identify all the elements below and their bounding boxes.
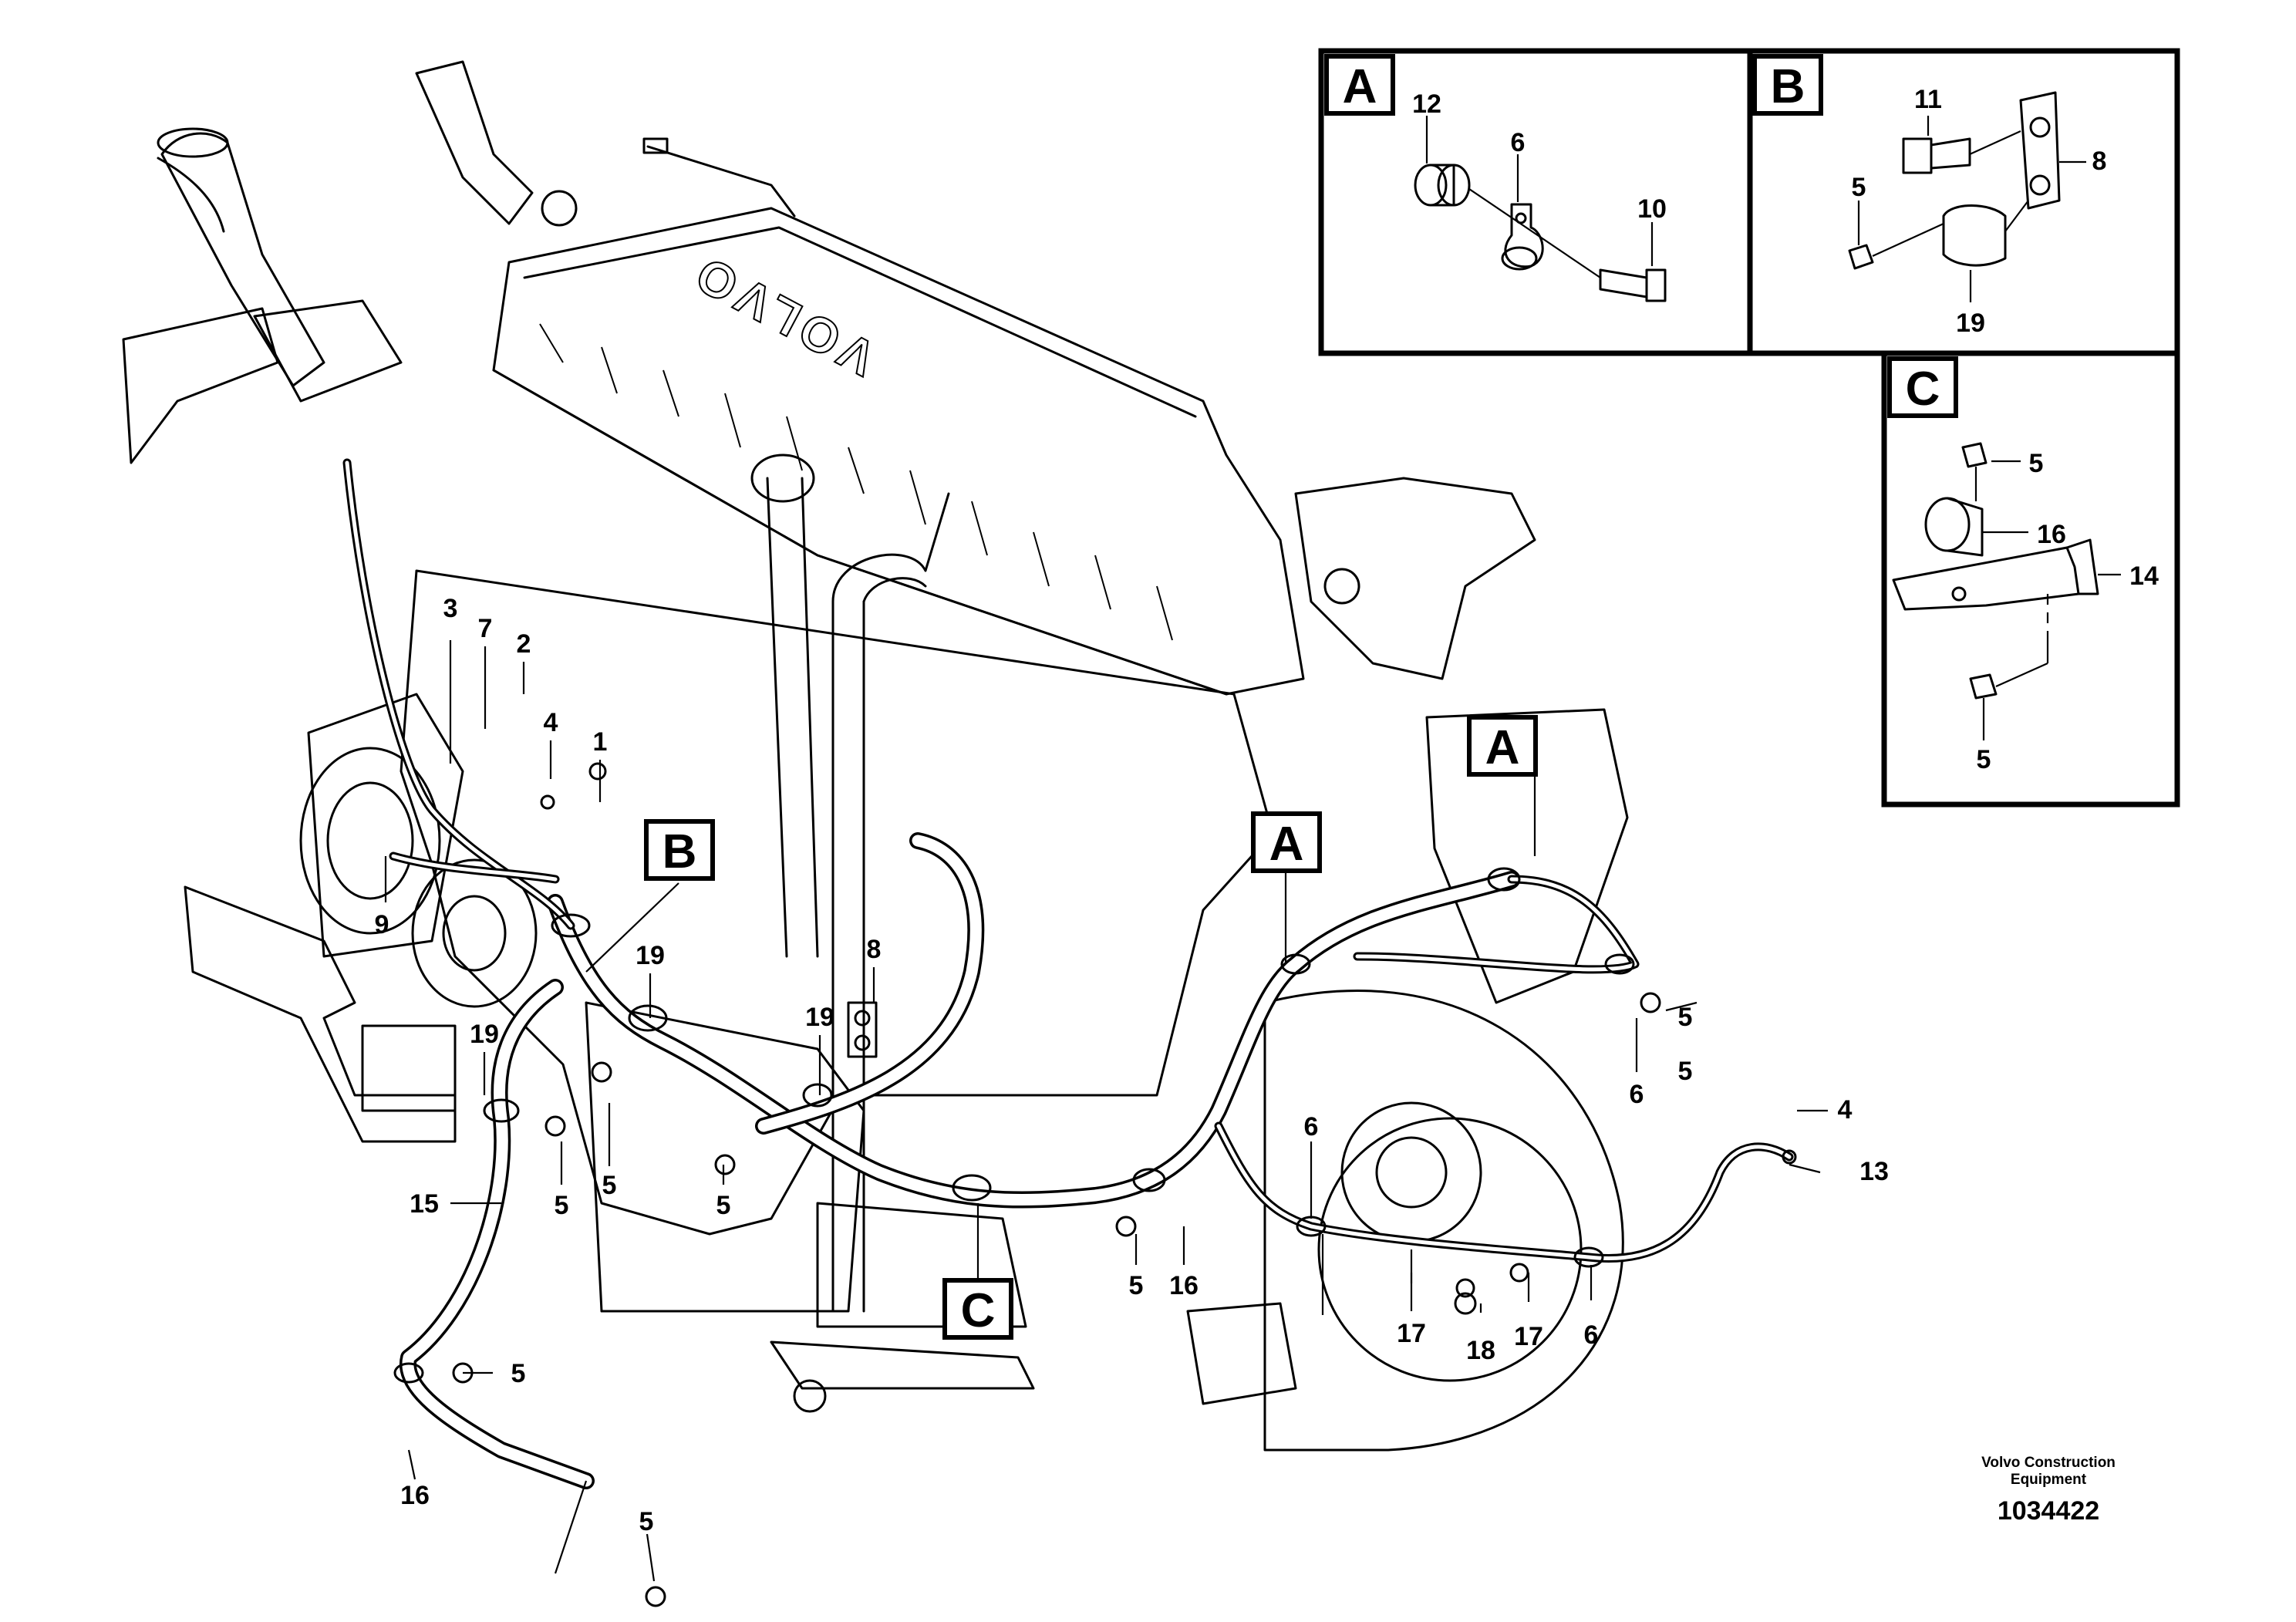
callout-detail-a-6: 6: [1511, 128, 1526, 157]
callout-5-e: 5: [1129, 1271, 1144, 1300]
callout-6-upper-right: 6: [1630, 1080, 1644, 1109]
harness-clamps: [393, 867, 1635, 1384]
callout-detail-c-5-top: 5: [2029, 449, 2044, 478]
callout-5-h: 5: [1678, 1003, 1693, 1032]
view-marker-c: C: [942, 1278, 1013, 1340]
callout-3: 3: [443, 594, 458, 623]
svg-text:B: B: [663, 825, 697, 878]
callout-15: 15: [410, 1189, 439, 1219]
callout-detail-b-8: 8: [2092, 147, 2107, 176]
callout-19-center: 19: [636, 941, 665, 970]
callout-5-b: 5: [555, 1191, 569, 1220]
svg-text:VOLVO: VOLVO: [682, 244, 885, 386]
callout-6-center: 6: [1304, 1112, 1319, 1141]
detail-b-title: B: [1771, 60, 1805, 113]
callout-9: 9: [375, 910, 389, 939]
company-name-line-2: Equipment: [2011, 1472, 2087, 1488]
company-name-line-1: Volvo Construction: [1981, 1455, 2116, 1471]
callout-8: 8: [867, 935, 882, 964]
callout-detail-c-16: 16: [2037, 520, 2066, 549]
view-marker-a-left: A: [1251, 811, 1322, 873]
loose-fasteners: [452, 762, 1797, 1607]
detail-c: C: [1887, 356, 2121, 740]
wiring-harness: [342, 458, 1797, 1607]
volvo-logo: VOLVO: [681, 243, 885, 387]
detail-a-title: A: [1343, 60, 1377, 113]
callout-2: 2: [517, 629, 531, 659]
callout-detail-a-10: 10: [1637, 194, 1667, 224]
view-marker-b: B: [644, 819, 715, 881]
view-marker-a-right: A: [1467, 715, 1538, 777]
callout-19-left: 19: [470, 1020, 499, 1049]
callout-19-right: 19: [805, 1003, 834, 1032]
callout-5-c: 5: [716, 1191, 731, 1220]
drawing-number: 1034422: [1998, 1496, 2099, 1526]
callout-13: 13: [1859, 1157, 1889, 1186]
callout-1: 1: [593, 727, 608, 757]
detail-b: B: [1752, 54, 2086, 302]
callout-17-right: 17: [1514, 1322, 1543, 1351]
callout-numbers: 12 6 10 11 8 5 19 5 16 14 5 3 7 2 4 1 9 …: [375, 85, 2159, 1536]
detail-a: A: [1324, 54, 1667, 302]
leader-lines: [384, 640, 1828, 1582]
svg-text:C: C: [961, 1284, 996, 1337]
callout-5-d: 5: [511, 1359, 526, 1388]
callout-detail-b-5: 5: [1852, 173, 1866, 202]
detail-c-title: C: [1906, 363, 1940, 416]
callout-5-a: 5: [602, 1171, 617, 1200]
detail-panel-top: [1318, 48, 2180, 356]
footer-block: Volvo Construction Equipment 1034422: [1981, 1455, 2116, 1526]
callout-5-g: 5: [639, 1507, 654, 1536]
callout-16-center: 16: [1169, 1271, 1199, 1300]
callout-16-bottom: 16: [400, 1481, 430, 1510]
svg-text:A: A: [1485, 721, 1520, 774]
callout-5-f: 5: [1678, 1057, 1693, 1086]
detail-panel-c: [1881, 350, 2180, 808]
callout-detail-b-11: 11: [1914, 85, 1942, 114]
callout-4: 4: [544, 708, 558, 737]
callout-detail-c-14: 14: [2129, 561, 2159, 591]
callout-4-right: 4: [1838, 1095, 1853, 1125]
callout-detail-c-5-bottom: 5: [1977, 745, 1991, 774]
callout-6-lower-right: 6: [1584, 1320, 1599, 1350]
callout-18: 18: [1466, 1336, 1495, 1365]
svg-text:A: A: [1269, 818, 1304, 871]
callout-17-left: 17: [1397, 1319, 1426, 1348]
callout-7: 7: [478, 614, 493, 643]
callout-detail-a-12: 12: [1412, 89, 1441, 119]
callout-detail-b-19: 19: [1956, 309, 1985, 338]
